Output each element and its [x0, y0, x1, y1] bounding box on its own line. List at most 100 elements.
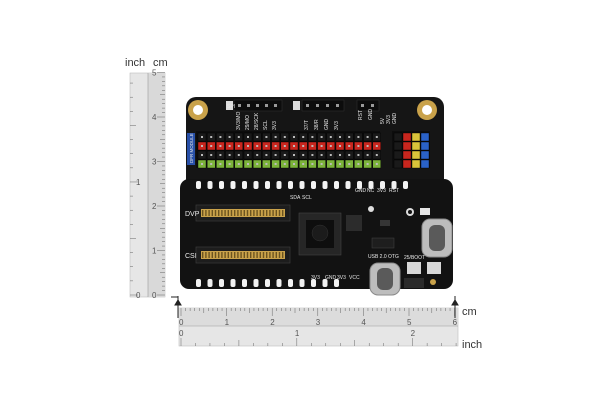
fpc-pin: [221, 252, 223, 258]
bottom-pin-label-0: 3V3: [311, 275, 320, 281]
gpio-pin-hole: [283, 154, 286, 156]
power-header-pin: [420, 141, 430, 151]
gpio-pin-hole: [210, 163, 213, 165]
gpio-pin-hole: [256, 163, 259, 165]
power-header-pin: [393, 141, 403, 151]
fpc-pin: [266, 252, 268, 258]
top-castellated-pad: [253, 181, 259, 189]
bottom-castellated-pad: [334, 279, 339, 287]
fpc-pin: [211, 252, 213, 258]
gpio-pin-hole: [311, 163, 314, 165]
gpio-pin-hole: [302, 163, 305, 165]
i2c-sda-label: SDA: [290, 195, 301, 201]
gpio-pin-hole: [339, 145, 341, 147]
gpio-pin-hole: [311, 145, 314, 147]
bottom-castellated-pad: [253, 279, 259, 287]
gpio-pin-hole: [256, 145, 259, 147]
fpc-pin: [237, 210, 239, 216]
top-castellated-pad: [334, 181, 339, 189]
fpc-pin: [272, 210, 274, 216]
left-inch-tick-label: 0: [136, 291, 141, 300]
csi-label: CSI: [185, 253, 197, 260]
boot-label: 25/BOOT: [404, 255, 425, 261]
gpio-pin-hole: [210, 136, 213, 138]
gpio-pin-hole: [339, 154, 341, 156]
fpc-pin: [205, 252, 207, 258]
bottom-pin-label-2: 3V3: [337, 275, 346, 281]
spi-pin-label-0: 3V3/MO: [236, 112, 242, 130]
left-cm-tick-label: 0: [152, 291, 157, 300]
gpio-pin-hole: [247, 145, 249, 147]
dvp-label: DVP: [185, 211, 200, 218]
power-header-pin: [420, 132, 430, 142]
fpc-pin: [208, 210, 210, 216]
gpio-pin-hole: [237, 145, 240, 147]
fpc-pin: [221, 210, 223, 216]
reset-pin-label-0: RST: [358, 110, 364, 120]
fpc-pin: [214, 252, 217, 258]
bottom-castellated-pad: [311, 279, 316, 287]
bottom-cm-tick-label: 3: [316, 318, 321, 327]
fpc-pin: [227, 210, 229, 216]
fpc-pin: [282, 252, 284, 258]
fpc-pin: [278, 210, 281, 216]
fpc-pin: [262, 210, 265, 216]
gpio-pin-hole: [274, 145, 277, 147]
gpio-pin-hole: [357, 163, 360, 165]
power-header-pin: [411, 150, 421, 160]
top-castellated-pad: [357, 181, 362, 189]
bottom-castellated-pad: [322, 279, 328, 287]
power-header-pin: [393, 159, 403, 169]
misc-label-1: NC: [367, 188, 375, 194]
gpio-pin-hole: [348, 163, 351, 165]
main-gpio-header: [196, 131, 381, 169]
power-header: [392, 131, 430, 169]
top-castellated-pad: [345, 181, 351, 189]
bottom-castellated-pad: [242, 279, 247, 287]
fpc-pin: [237, 252, 239, 258]
top-castellated-pad: [403, 181, 408, 189]
gpio-pin-hole: [329, 163, 332, 165]
uart-pin-label-0: 37/T: [304, 120, 310, 130]
bottom-castellated-pad: [207, 279, 213, 287]
fpc-pin: [278, 252, 281, 258]
gpio-pin-hole: [339, 163, 341, 165]
fpc-pin: [214, 210, 217, 216]
gpio-pin-hole: [357, 154, 360, 156]
gpio-pin-hole: [265, 136, 268, 138]
gpio-pin-hole: [219, 145, 222, 147]
gpio-pin-hole: [366, 136, 369, 138]
usb-otg-label: USB 2.0 OTG: [368, 254, 399, 260]
top-castellated-pad: [288, 181, 293, 189]
fpc-pin: [224, 252, 226, 258]
reset-button: [427, 262, 441, 274]
soc-chip: [298, 212, 342, 256]
gpio-pin-hole: [219, 163, 222, 165]
fpc-pin: [275, 252, 277, 258]
top-castellated-pad: [368, 181, 374, 189]
gpio-pin-hole: [375, 154, 378, 156]
fpc-pin: [250, 252, 252, 258]
gpio-pin-hole: [265, 163, 268, 165]
power-header-pin: [402, 159, 412, 169]
gpio-pin-hole: [302, 136, 305, 138]
bottom-cm-tick-label: 4: [361, 318, 366, 327]
gpio-pin-hole: [366, 163, 369, 165]
bottom-castellated-pad: [288, 279, 293, 287]
fpc-pin: [230, 252, 233, 258]
gpio-pin-hole: [201, 136, 203, 138]
adapter-board: SPI 3V3/MO 29/MO 28/SCK SCL 3V3 37/T 38/…: [186, 97, 444, 189]
gpio-pin-hole: [293, 145, 295, 147]
gpio-pin-hole: [247, 163, 249, 165]
power-header-pin: [393, 150, 403, 160]
gpio-pin-hole: [228, 154, 231, 156]
gpio-pin-hole: [375, 136, 378, 138]
gpio-pin-hole: [201, 145, 203, 147]
gpio-pin-hole: [274, 154, 277, 156]
bottom-inch-tick-label: 1: [295, 329, 300, 338]
fpc-pin: [246, 252, 249, 258]
top-castellated-pad: [265, 181, 270, 189]
spi-pin-label-3: SCL: [263, 120, 269, 130]
bottom-cm-tick-label: 1: [225, 318, 230, 327]
gpio-pin-hole: [237, 154, 240, 156]
